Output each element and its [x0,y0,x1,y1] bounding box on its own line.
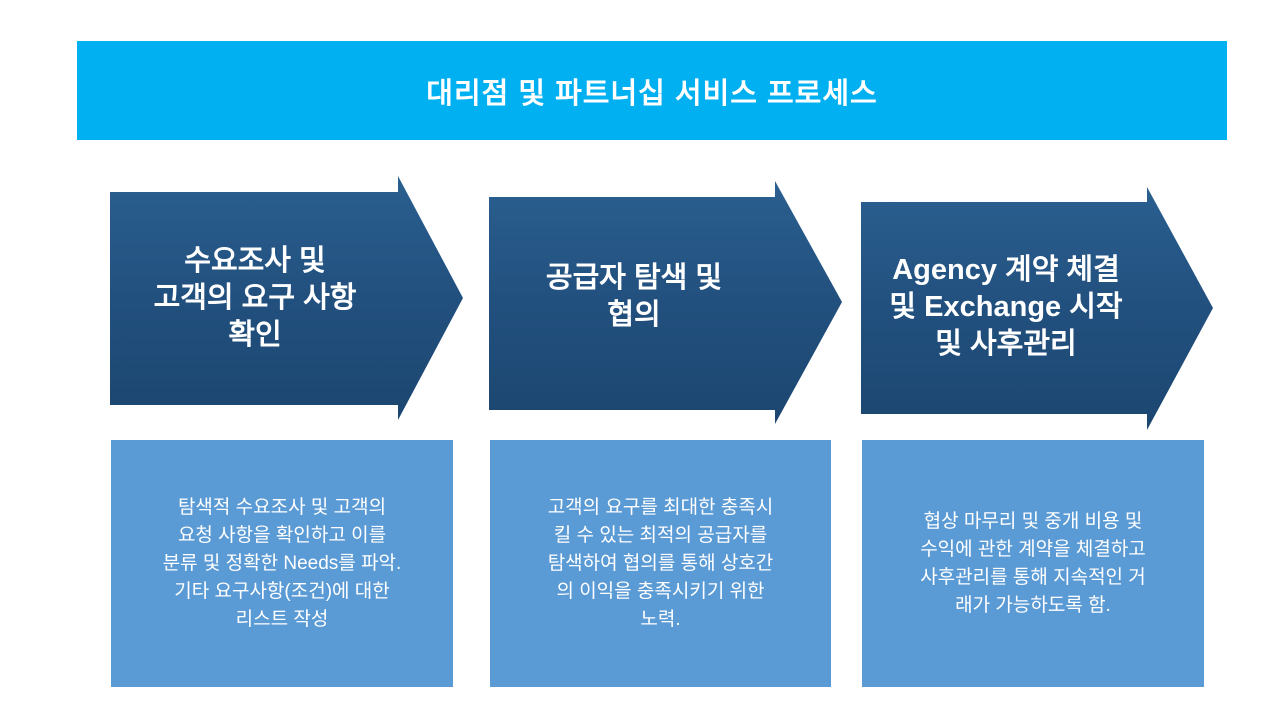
slide-title: 대리점 및 파트너십 서비스 프로세스 [426,77,878,110]
description-line: 의 이익을 충족시키기 위한 [556,580,765,602]
description-line: 탐색적 수요조사 및 고객의 [177,496,387,518]
heading-line: Agency 계약 체결 [892,253,1120,286]
heading-line: 협의 [607,299,661,331]
step-3-description: 협상 마무리 및 중개 비용 및 수익에 관한 계약을 체결하고 사후관리를 통… [862,440,1204,687]
description-line: 리스트 작성 [235,608,329,630]
heading-line: 및 사후관리 [935,327,1077,360]
description-line: 기타 요구사항(조건)에 대한 [174,580,390,602]
heading-line: 확인 [228,319,282,351]
description-line: 킬 수 있는 최적의 공급자를 [553,524,768,546]
step-1-description: 탐색적 수요조사 및 고객의 요청 사항을 확인하고 이를 분류 및 정확한 N… [111,440,453,687]
step-3-heading: Agency 계약 체결 및 Exchange 시작 및 사후관리 [861,202,1151,412]
description-line: 탐색하여 협의를 통해 상호간 [547,552,774,574]
title-bar: 대리점 및 파트너십 서비스 프로세스 [77,41,1227,140]
step-1-arrow [110,176,463,420]
heading-line: 및 Exchange 시작 [889,290,1123,323]
description-line: 래가 가능하도록 함. [955,594,1111,616]
heading-line: 수요조사 및 [184,245,326,277]
description-line: 노력. [640,608,681,630]
description-line: 고객의 요구를 최대한 충족시 [547,496,774,518]
heading-line: 공급자 탐색 및 [545,262,723,294]
description-line: 사후관리를 통해 지속적인 거 [920,566,1146,588]
step-2-description: 고객의 요구를 최대한 충족시 킬 수 있는 최적의 공급자를 탐색하여 협의를… [490,440,831,687]
step-3-arrow [861,187,1213,430]
step-1-heading: 수요조사 및 고객의 요구 사항 확인 [110,192,400,405]
heading-line: 고객의 요구 사항 [153,282,357,314]
step-2-arrow [489,181,842,424]
description-line: 요청 사항을 확인하고 이를 [177,524,387,546]
description-line: 수익에 관한 계약을 체결하고 [920,538,1146,560]
description-line: 분류 및 정확한 Needs를 파악. [162,552,402,574]
description-line: 협상 마무리 및 중개 비용 및 [923,510,1143,532]
step-2-heading: 공급자 탐색 및 협의 [489,197,779,397]
